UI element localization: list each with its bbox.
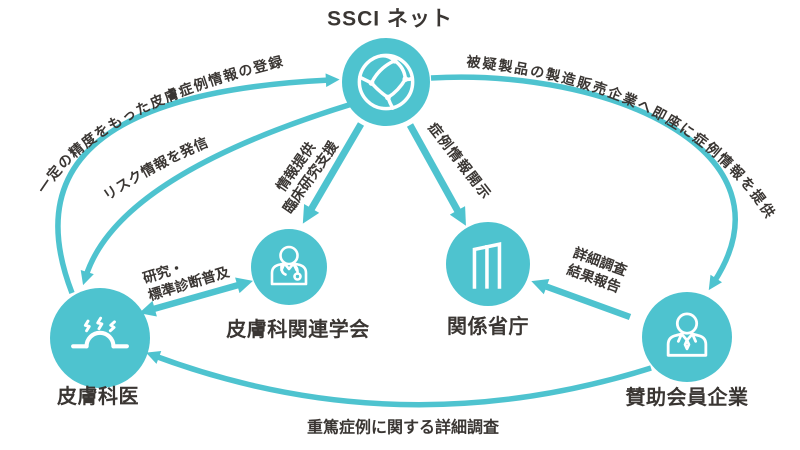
node-company [642,292,732,382]
diagram-title: SSCI ネット [327,7,453,31]
building-icon [472,242,502,289]
arrow-register [55,73,340,294]
arrow-risk [80,101,353,286]
arrow-provide [430,74,738,291]
node-ministry [446,222,530,306]
business-person-icon [666,312,708,357]
arrow-report [531,279,632,321]
node-society [251,229,327,305]
node-label-company: 賛助会員企業 [625,387,749,409]
arrow-support [302,122,365,224]
skin-symptom-icon [71,316,129,349]
arrow-investigate [145,350,652,408]
node-label-dermatologist: 皮膚科医 [57,386,139,408]
node-label-ministry: 関係省庁 [447,316,529,338]
edge-label-investigate: 重篤症例に関する詳細調査 [306,419,500,437]
doctor-icon [270,245,308,286]
node-label-society: 皮膚科関連学会 [226,319,370,341]
globe-network-icon [357,53,415,111]
arrow-disclose [406,123,466,226]
arrow-research [139,277,253,317]
node-dermatologist [50,288,150,388]
node-hub [342,38,430,126]
